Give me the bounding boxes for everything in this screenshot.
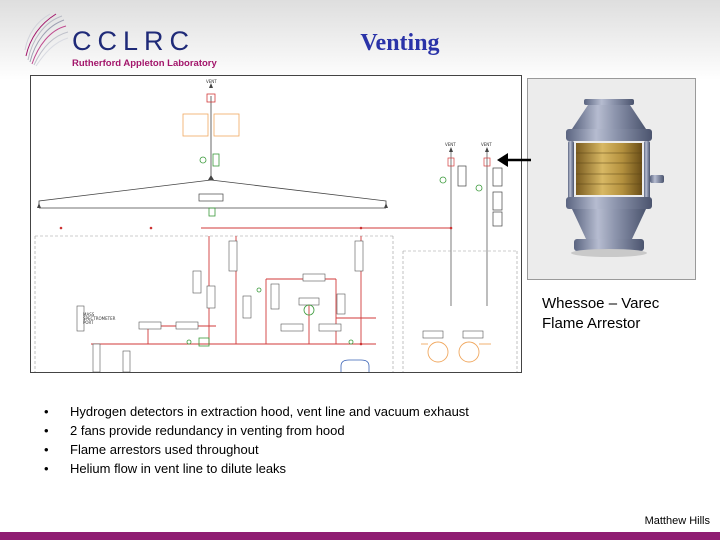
bullet-icon: • xyxy=(44,461,49,476)
photo-caption: Whessoe – Varec Flame Arrestor xyxy=(542,294,712,334)
mass-spec-label: MASS SPECTROMETER PORT xyxy=(83,312,117,325)
bullet-icon: • xyxy=(44,442,49,457)
vent-right-label-2: VENT xyxy=(481,142,492,147)
bullet-text: Hydrogen detectors in extraction hood, v… xyxy=(70,404,469,419)
swirl-logo-icon xyxy=(24,13,69,67)
bullet-list: • Hydrogen detectors in extraction hood, … xyxy=(44,402,469,478)
bullet-item: • 2 fans provide redundancy in venting fr… xyxy=(44,421,469,440)
flame-arrestor-vessels xyxy=(182,93,240,137)
venting-schematic: VENT VENT VENT xyxy=(30,75,522,373)
flame-arrestor-photo xyxy=(527,78,696,280)
caption-line-1: Whessoe – Varec xyxy=(542,295,660,312)
bullet-text: Helium flow in vent line to dilute leaks xyxy=(70,461,287,476)
logo-subtitle: Rutherford Appleton Laboratory xyxy=(72,58,217,69)
bullet-text: Flame arrestors used throughout xyxy=(70,442,259,457)
bullet-text: 2 fans provide redundancy in venting fro… xyxy=(70,423,345,438)
cclrc-logo: CCLRC Rutherford Appleton Laboratory xyxy=(22,10,222,70)
bullet-item: • Hydrogen detectors in extraction hood, … xyxy=(44,402,469,421)
pointer-arrow-icon xyxy=(497,153,531,167)
footer-author: Matthew Hills xyxy=(644,515,710,527)
vent-top-arrow xyxy=(209,83,213,88)
vent-right-label-1: VENT xyxy=(445,142,456,147)
bullet-item: • Flame arrestors used throughout xyxy=(44,440,469,459)
logo-name: CCLRC xyxy=(72,26,196,56)
footer-bar xyxy=(0,532,720,540)
caption-line-2: Flame Arrestor xyxy=(542,315,641,332)
bullet-icon: • xyxy=(44,423,49,438)
bullet-item: • Helium flow in vent line to dilute leak… xyxy=(44,459,469,478)
slide-title: Venting xyxy=(360,30,440,56)
bullet-icon: • xyxy=(44,404,49,419)
flame-arrestor-image xyxy=(528,79,695,279)
vent-top-label: VENT xyxy=(206,79,217,84)
fan-symbols xyxy=(421,341,491,363)
